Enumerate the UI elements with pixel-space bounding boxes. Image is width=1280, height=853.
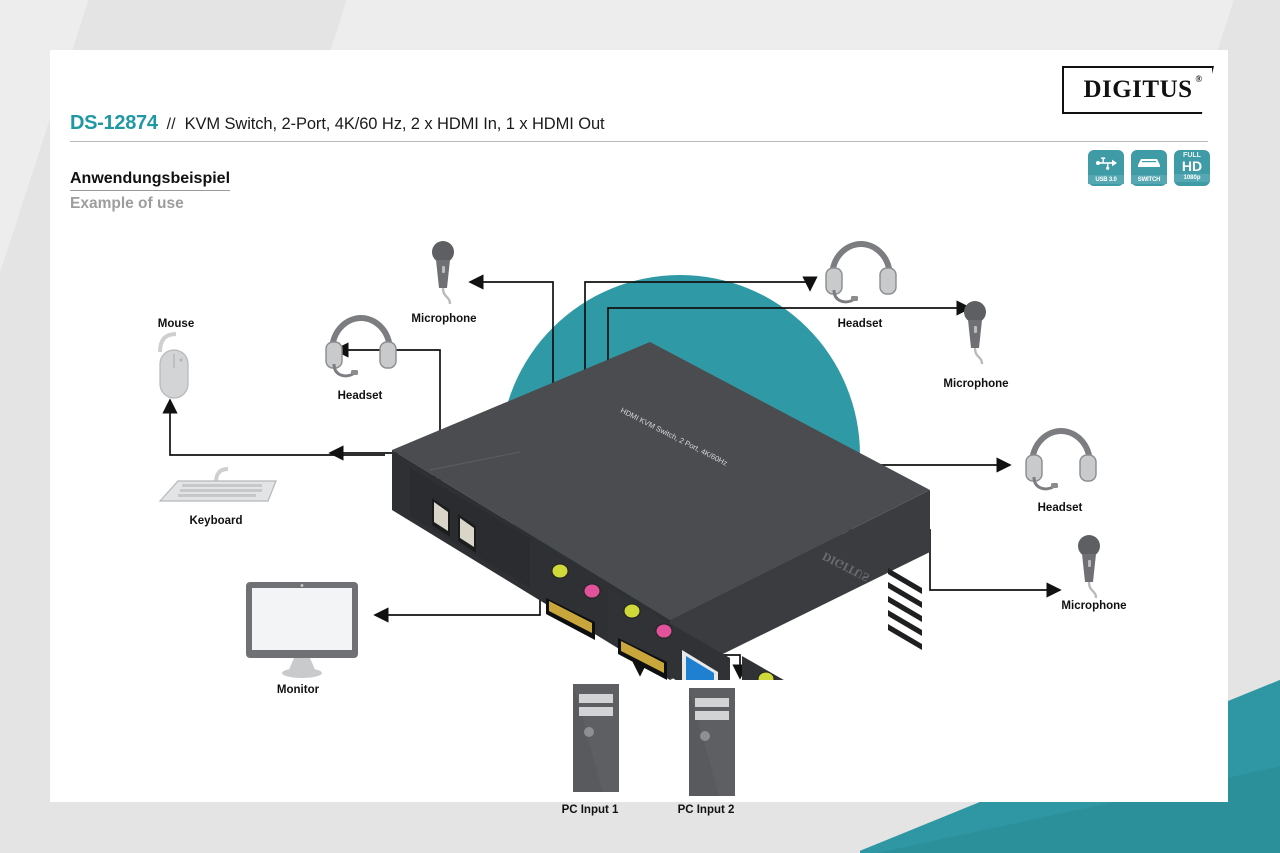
product-sku: DS-12874 bbox=[70, 112, 158, 134]
port-group-pc2 bbox=[742, 656, 864, 780]
headset-top-right-label: Headset bbox=[837, 318, 883, 330]
headset-left-label: Headset bbox=[337, 390, 383, 402]
headset-top-right-icon bbox=[822, 238, 900, 315]
pc-input-2-icon bbox=[681, 684, 743, 809]
section-heading-en: Example of use bbox=[70, 195, 184, 212]
port-group-console bbox=[546, 563, 601, 640]
kvm-switch-device: HDMI KVM Switch, 2 Port, 4K/60Hz DIGITUS bbox=[370, 320, 950, 780]
fullhd-badge: FULL HD 1080p bbox=[1174, 150, 1210, 186]
microphone-top-left-label: Microphone bbox=[411, 313, 477, 325]
headset-right-icon bbox=[1022, 425, 1100, 502]
product-title-row: DS-12874 // KVM Switch, 2-Port, 4K/60 Hz… bbox=[70, 112, 1208, 142]
section-heading: Anwendungsbeispiel Example of use bbox=[70, 170, 231, 213]
fullhd-line1: FULL bbox=[1183, 152, 1201, 159]
fullhd-line2: HD bbox=[1181, 158, 1203, 174]
fullhd-line3: 1080p bbox=[1174, 174, 1210, 182]
diagram-stage: HDMI KVM Switch, 2 Port, 4K/60Hz DIGITUS bbox=[50, 200, 1228, 816]
microphone-top-right-label: Microphone bbox=[943, 378, 1009, 390]
mouse-label: Mouse bbox=[157, 318, 195, 330]
content-card: DIGITUS® DS-12874 // KVM Switch, 2-Port,… bbox=[50, 50, 1228, 816]
monitor-label: Monitor bbox=[276, 684, 320, 696]
switch-device-icon bbox=[1137, 150, 1161, 175]
keyboard-label: Keyboard bbox=[189, 515, 243, 527]
microphone-top-right-icon bbox=[958, 298, 996, 373]
headset-right-label: Headset bbox=[1037, 502, 1083, 514]
switch-badge-label: SWITCH bbox=[1131, 175, 1167, 184]
pc-input-1-label: PC Input 1 bbox=[561, 804, 619, 816]
monitor-icon bbox=[242, 578, 362, 687]
microphone-right-label: Microphone bbox=[1061, 600, 1127, 612]
pc-input-1-icon bbox=[565, 680, 627, 805]
usb-icon bbox=[1095, 150, 1117, 175]
digitus-logo: DIGITUS® bbox=[1062, 66, 1214, 114]
microphone-right-icon bbox=[1072, 532, 1110, 607]
usb-a-ports bbox=[432, 498, 476, 553]
usb-badge-label: USB 3.0 bbox=[1088, 175, 1124, 184]
logo-text: DIGITUS bbox=[1083, 76, 1193, 103]
usb-badge: USB 3.0 bbox=[1088, 150, 1124, 186]
pc-input-2-label: PC Input 2 bbox=[677, 804, 735, 816]
section-heading-de: Anwendungsbeispiel bbox=[70, 170, 231, 191]
trademark-symbol: ® bbox=[1195, 74, 1203, 84]
microphone-top-left-icon bbox=[426, 238, 464, 313]
keyboard-icon bbox=[156, 465, 280, 518]
title-separator: // bbox=[166, 116, 176, 133]
mouse-icon bbox=[146, 328, 202, 411]
feature-badges: USB 3.0 SWITCH FULL HD 1080p bbox=[1088, 150, 1210, 186]
switch-badge: SWITCH bbox=[1131, 150, 1167, 186]
product-title: KVM Switch, 2-Port, 4K/60 Hz, 2 x HDMI I… bbox=[184, 115, 605, 133]
headset-left-icon bbox=[322, 312, 400, 389]
vent-slots bbox=[888, 568, 922, 650]
